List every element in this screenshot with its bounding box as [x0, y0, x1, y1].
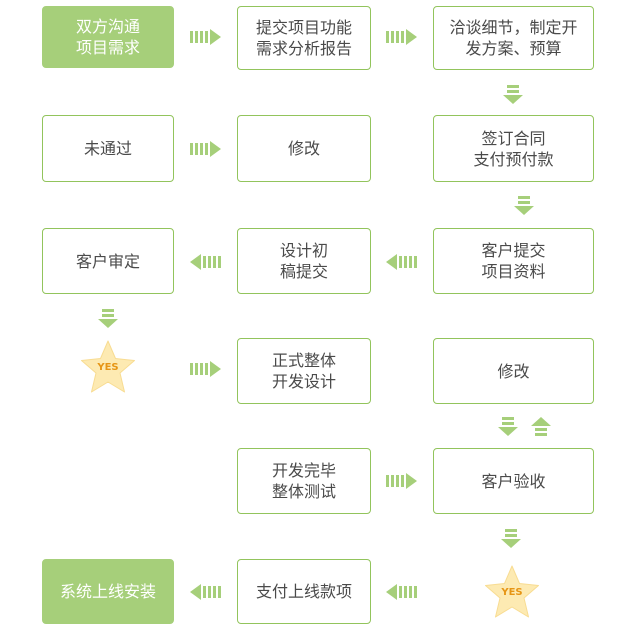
node-draft-design: 设计初 稿提交	[237, 228, 371, 294]
arrow-down-icon	[98, 309, 118, 328]
arrow-right-icon	[386, 473, 417, 489]
node-client-approval: 客户审定	[42, 228, 174, 294]
arrow-down-icon	[514, 196, 534, 215]
arrow-left-icon	[386, 584, 417, 600]
node-testing: 开发完毕 整体测试	[237, 448, 371, 514]
yes-star-label: YES	[97, 362, 119, 373]
arrow-left-icon	[190, 584, 221, 600]
node-project-requirements: 双方沟通 项目需求	[42, 6, 174, 68]
node-analysis-report: 提交项目功能 需求分析报告	[237, 6, 371, 70]
arrow-left-icon	[190, 254, 221, 270]
arrow-right-icon	[190, 29, 221, 45]
node-system-launch: 系统上线安装	[42, 559, 174, 624]
node-not-passed: 未通过	[42, 115, 174, 182]
node-revise-2: 修改	[433, 338, 594, 404]
node-full-development: 正式整体 开发设计	[237, 338, 371, 404]
yes-star-icon	[485, 565, 539, 618]
node-client-materials: 客户提交 项目资料	[433, 228, 594, 294]
arrow-down-icon	[503, 85, 523, 104]
node-sign-contract: 签订合同 支付预付款	[433, 115, 594, 182]
node-negotiate-plan-budget: 洽谈细节，制定开 发方案、预算	[433, 6, 594, 70]
arrow-down-icon	[498, 417, 518, 436]
node-launch-payment: 支付上线款项	[237, 559, 371, 624]
node-client-acceptance: 客户验收	[433, 448, 594, 514]
yes-star-icon	[81, 340, 135, 393]
arrow-left-icon	[386, 254, 417, 270]
yes-star-label: YES	[501, 587, 523, 598]
node-revise-1: 修改	[237, 115, 371, 182]
arrow-right-icon	[190, 141, 221, 157]
arrow-right-icon	[386, 29, 417, 45]
arrow-right-icon	[190, 361, 221, 377]
arrow-up-icon	[531, 417, 551, 436]
arrow-down-icon	[501, 529, 521, 548]
